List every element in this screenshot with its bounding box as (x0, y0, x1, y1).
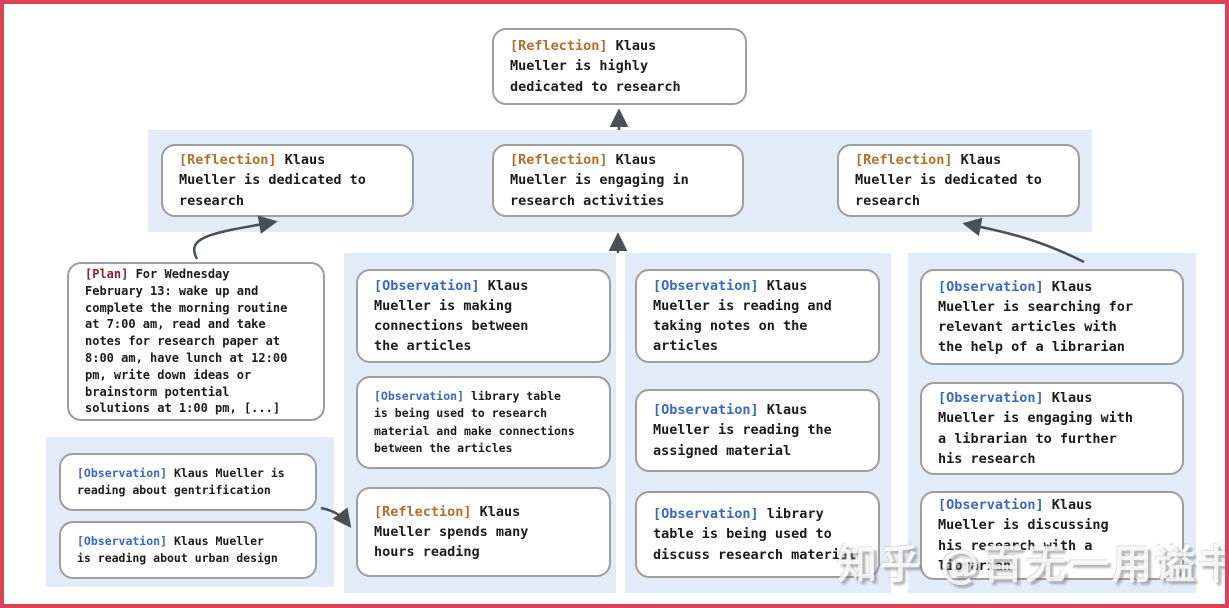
node-observation-taking-notes: [Observation] Klaus Mueller is reading a… (635, 269, 880, 363)
observation-tag: [Observation] (374, 277, 480, 294)
node-observation-connections: [Observation] Klaus Mueller is making co… (356, 269, 611, 363)
observation-tag: [Observation] (374, 389, 465, 403)
node-observation-library-table-research: [Observation] library table is being use… (356, 376, 611, 469)
node-text: Klaus Mueller is engaging with a librari… (938, 390, 1134, 467)
node-observation-discussing-librarian: [Observation] Klaus Mueller is discussin… (920, 491, 1184, 580)
reflection-tag: [Reflection] (855, 152, 953, 169)
node-text: Klaus Mueller is reading about urban des… (77, 533, 278, 565)
observation-tag: [Observation] (938, 278, 1044, 295)
observation-tag: [Observation] (653, 402, 759, 419)
node-root-reflection: [Reflection] Klaus Mueller is highly ded… (492, 28, 747, 105)
node-observation-assigned-material: [Observation] Klaus Mueller is reading t… (635, 389, 880, 472)
node-text: library table is being used to research … (374, 389, 575, 455)
node-text: Klaus Mueller is reading about gentrific… (77, 465, 285, 497)
node-text: Klaus Mueller is searching for relevant … (938, 278, 1134, 356)
node-plan: [Plan] For Wednesday February 13: wake u… (67, 262, 325, 421)
node-text: Klaus Mueller is highly dedicated to res… (510, 38, 681, 95)
node-observation-library-table-discuss: [Observation] library table is being use… (635, 491, 880, 578)
node-text: For Wednesday February 13: wake up and c… (85, 266, 288, 416)
observation-tag: [Observation] (938, 497, 1044, 513)
node-reflection-middle: [Reflection] Klaus Mueller is engaging i… (492, 144, 744, 217)
node-text: Klaus Mueller is engaging in research ac… (510, 152, 689, 209)
node-observation-engaging-librarian: [Observation] Klaus Mueller is engaging … (920, 382, 1184, 475)
node-observation-searching-articles: [Observation] Klaus Mueller is searching… (920, 269, 1184, 365)
plan-tag: [Plan] (85, 266, 129, 281)
node-text: Klaus Mueller spends many hours reading (374, 503, 529, 561)
observation-tag: [Observation] (77, 533, 168, 548)
observation-tag: [Observation] (653, 506, 759, 523)
node-text: Klaus Mueller is reading and taking note… (653, 277, 832, 355)
reflection-tag: [Reflection] (374, 503, 472, 520)
reflection-tag: [Reflection] (510, 38, 608, 55)
node-text: Klaus Mueller is dedicated to research (855, 152, 1042, 209)
node-text: library table is being used to discuss r… (653, 506, 857, 563)
observation-tag: [Observation] (77, 465, 168, 480)
node-observation-gentrification: [Observation] Klaus Mueller is reading a… (59, 453, 317, 511)
node-observation-urban-design: [Observation] Klaus Mueller is reading a… (59, 521, 317, 579)
observation-tag: [Observation] (653, 277, 759, 294)
reflection-tag: [Reflection] (179, 152, 277, 169)
node-text: Klaus Mueller is dedicated to research (179, 152, 366, 209)
node-text: Klaus Mueller is making connections betw… (374, 277, 529, 355)
observation-tag: [Observation] (938, 390, 1044, 406)
reflection-tag: [Reflection] (510, 152, 608, 169)
node-reflection-hours-reading: [Reflection] Klaus Mueller spends many h… (356, 487, 611, 577)
node-text: Klaus Mueller is discussing his research… (938, 497, 1109, 574)
node-reflection-right: [Reflection] Klaus Mueller is dedicated … (837, 144, 1080, 217)
node-reflection-left: [Reflection] Klaus Mueller is dedicated … (161, 144, 414, 217)
node-text: Klaus Mueller is reading the assigned ma… (653, 402, 832, 459)
